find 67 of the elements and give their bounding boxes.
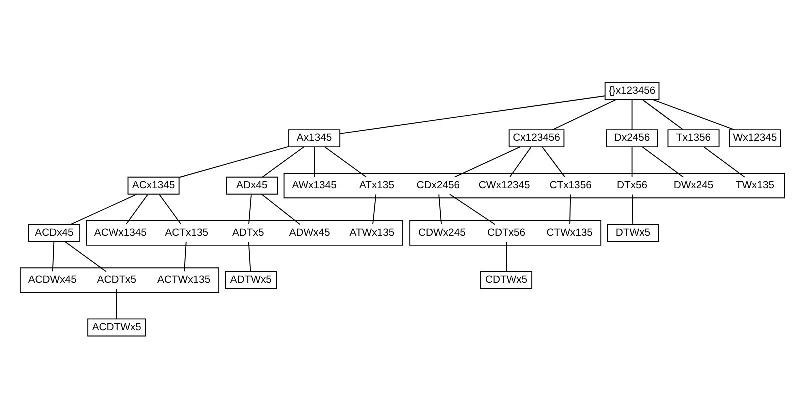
- connector: [179, 146, 290, 178]
- connector: [632, 194, 634, 224]
- node-text: ATWx135: [350, 227, 395, 238]
- node-box: Tx1356: [668, 129, 720, 148]
- node-box: CDTWx5: [480, 270, 533, 289]
- node-box: Cx123456: [508, 129, 565, 148]
- connector: [340, 95, 606, 134]
- connector: [642, 146, 684, 178]
- connector: [552, 98, 617, 130]
- connector: [248, 241, 252, 272]
- connector: [454, 146, 521, 178]
- connector: [262, 146, 304, 178]
- node-text: AWx1345: [292, 180, 337, 192]
- connector: [570, 194, 572, 224]
- node-box: Ax1345: [288, 129, 341, 148]
- connector: [159, 194, 182, 224]
- node-box: DTWx5: [607, 224, 660, 242]
- node-text: TWx135: [736, 180, 775, 192]
- node-text: ADWx45: [289, 227, 330, 238]
- connector: [184, 241, 187, 272]
- connector: [248, 194, 252, 224]
- connector: [642, 98, 684, 130]
- node-box: ADTWx5: [225, 270, 278, 289]
- node-box: Wx12345: [729, 129, 782, 148]
- connector: [70, 194, 138, 225]
- node-text: DWx245: [674, 180, 714, 192]
- node-text: ACWx1345: [94, 227, 147, 238]
- connector: [438, 194, 442, 224]
- connector: [116, 288, 118, 319]
- cluster: [20, 267, 220, 293]
- node-text: ADTx5: [232, 227, 264, 238]
- node-text: CTWx135: [546, 227, 593, 238]
- connector: [510, 146, 532, 178]
- cluster: [410, 220, 602, 246]
- connector: [64, 240, 107, 272]
- connector: [542, 146, 566, 178]
- connector: [632, 99, 633, 130]
- connector: [324, 146, 367, 178]
- connector: [704, 146, 746, 178]
- node-text: ACDTx5: [97, 274, 137, 286]
- node-text: ACDWx45: [28, 274, 77, 286]
- node-box: ACDx45: [28, 224, 80, 242]
- node-box: Dx2456: [606, 129, 658, 148]
- connector: [450, 194, 496, 225]
- connector: [372, 194, 377, 224]
- cluster: [86, 220, 403, 246]
- connector: [126, 194, 148, 224]
- connector: [52, 241, 55, 272]
- connector: [314, 146, 316, 178]
- node-text: ACTx135: [165, 227, 209, 238]
- node-text: CDx2456: [416, 180, 460, 192]
- node-text: CWx12345: [478, 180, 530, 192]
- node-text: ACTWx135: [157, 274, 211, 286]
- node-box: ACDTWx5: [88, 318, 146, 336]
- connector: [652, 98, 736, 130]
- connector: [632, 146, 633, 178]
- node-box: ADx45: [226, 176, 278, 194]
- node-box: {}x123456: [604, 82, 660, 100]
- cluster: [284, 172, 786, 198]
- connector: [261, 194, 301, 225]
- node-text: CTx1356: [550, 180, 592, 192]
- node-text: CDWx245: [418, 227, 466, 238]
- node-box: ACx1345: [128, 176, 180, 194]
- node-text: CDTx56: [487, 227, 526, 238]
- node-text: ATx135: [359, 180, 394, 192]
- node-text: DTx56: [616, 180, 648, 192]
- connector: [506, 241, 507, 272]
